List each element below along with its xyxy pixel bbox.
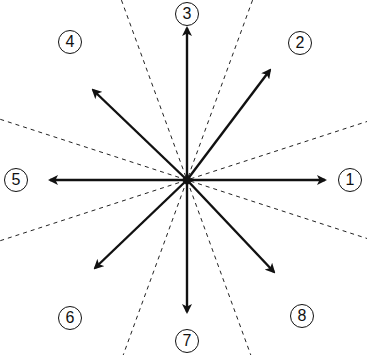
callout-number: 2 [296,35,305,51]
callout-number: 1 [346,172,355,188]
callout-number: 6 [66,310,75,326]
callout-circle: 3 [175,2,199,26]
callout-number: 7 [183,333,192,349]
callout-circle: 1 [338,168,362,192]
callout-circle: 7 [175,329,199,353]
center-dot [183,176,191,184]
callout-circle: 5 [4,168,28,192]
callout-circle: 4 [58,30,82,54]
callout-number: 4 [66,34,75,50]
callout-circle: 2 [288,31,312,55]
callout-number: 5 [12,172,21,188]
callout-number: 8 [298,308,307,324]
direction-arrows [50,28,325,312]
callout-circle: 8 [290,304,314,328]
callout-number: 3 [183,6,192,22]
callout-circle: 6 [58,306,82,330]
